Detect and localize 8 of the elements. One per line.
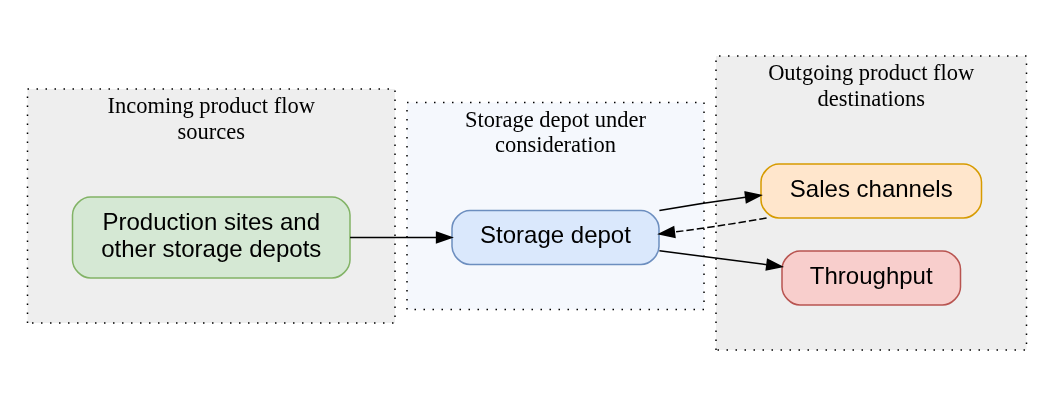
arrow <box>349 230 454 244</box>
arrow <box>657 216 768 238</box>
node-box: Storage depot <box>451 209 660 265</box>
node-box: Production sites and other storage depots <box>71 195 351 279</box>
node-box: Sales channels <box>760 162 983 219</box>
arrow <box>658 249 785 271</box>
arrow <box>658 190 763 211</box>
node-box: Throughput <box>781 249 962 306</box>
